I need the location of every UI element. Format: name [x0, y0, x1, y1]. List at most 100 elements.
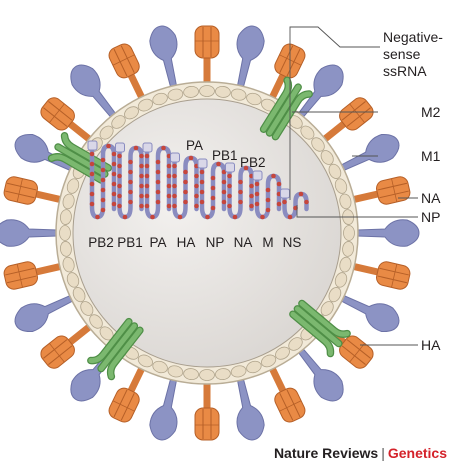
lipid-bead: [72, 287, 86, 303]
segment-label: NP: [206, 235, 225, 250]
segment-label: NS: [283, 235, 302, 250]
lipid-bead: [167, 365, 184, 378]
lipid-bead: [339, 193, 352, 210]
lipid-bead: [59, 241, 72, 257]
na-spike: [149, 377, 178, 441]
lipid-bead: [328, 163, 342, 179]
label-leader-lines: [289, 26, 418, 346]
journal-credit: Nature Reviews|Genetics: [0, 445, 447, 461]
rnp-segment: [197, 158, 227, 220]
rnp-segment: [280, 188, 309, 220]
segment-top-label: PB2: [240, 155, 266, 170]
segment-top-label: PB1: [212, 148, 238, 163]
labels: Negative- sense ssRNA M2 M1 NA NP HA: [383, 29, 443, 353]
lipid-bead: [137, 98, 153, 112]
lipid-bead: [246, 92, 262, 106]
lipid-bead: [59, 225, 71, 241]
m2-ion-channels: [47, 76, 351, 381]
rnp-segment: [115, 142, 144, 220]
rnp-segment: [142, 142, 172, 220]
na-spike: [356, 219, 420, 247]
leader-negative-sense: [289, 26, 380, 200]
lipid-bead: [124, 106, 139, 120]
ha-spike: [350, 176, 411, 205]
rnp-segment: [252, 170, 282, 220]
lipid-bead: [111, 115, 126, 129]
lipid-bead: [59, 209, 72, 225]
lipid-bead: [66, 272, 80, 288]
leader-np: [296, 205, 418, 218]
lipid-bead: [230, 365, 247, 378]
segment-label: PB2: [88, 235, 114, 250]
ha-spike: [194, 25, 220, 85]
lipid-bead: [215, 85, 231, 98]
lipid-bead: [334, 178, 348, 194]
credit-separator: |: [381, 445, 385, 461]
label-ha: HA: [421, 337, 441, 353]
rnp-segment: [170, 152, 199, 220]
label-negative-sense-1: Negative-: [383, 29, 443, 45]
label-m2: M2: [421, 104, 441, 120]
segment-label: NA: [234, 235, 253, 250]
ha-spike: [3, 261, 64, 290]
label-m1: M1: [421, 148, 441, 164]
label-na: NA: [421, 190, 441, 206]
lipid-bead: [152, 92, 168, 106]
lipid-bead: [320, 150, 334, 165]
ha-spike: [194, 381, 220, 441]
lipid-bead: [275, 346, 290, 360]
ha-spike: [350, 261, 411, 290]
journal-name: Nature Reviews: [273, 445, 379, 461]
lipid-bead: [328, 287, 342, 303]
ha-spike: [40, 97, 94, 144]
lipid-bead: [343, 225, 355, 241]
na-spike: [236, 377, 265, 441]
m2-channel: [289, 299, 351, 358]
na-spike: [0, 219, 58, 247]
segment-top-labels: PA PB1 PB2: [186, 138, 266, 170]
na-spike: [14, 133, 74, 172]
lipid-bead: [152, 360, 168, 374]
segment-label: PB1: [117, 235, 143, 250]
na-spike: [236, 25, 265, 89]
segment-label: PA: [149, 235, 166, 250]
lipid-bead: [80, 301, 94, 316]
lipid-bead: [62, 193, 75, 210]
na-spike: [297, 347, 344, 402]
lipid-bead: [311, 137, 325, 152]
lipid-bead: [199, 85, 215, 97]
ha-spike: [268, 364, 306, 423]
na-spike: [149, 25, 178, 89]
m2-channel: [259, 76, 313, 141]
rnp-segment: [87, 140, 117, 220]
lipid-bead: [199, 369, 215, 381]
lipid-bead: [215, 368, 231, 381]
lipid-bead: [246, 360, 262, 374]
segment-label: HA: [177, 235, 196, 250]
ribonucleoprotein-segments: [87, 140, 309, 220]
lipid-bead: [89, 314, 103, 329]
lipid-bead: [62, 256, 75, 273]
lipid-bead: [66, 178, 80, 194]
lipid-bead: [288, 337, 303, 351]
lipid-bead: [339, 256, 352, 273]
lipid-bead: [320, 301, 334, 316]
ha-spike: [320, 97, 374, 144]
lipid-bead: [183, 368, 199, 381]
lipid-bead: [137, 354, 153, 368]
segment-top-label: PA: [186, 138, 203, 153]
ha-spike: [3, 176, 64, 205]
m2-channel: [87, 317, 144, 381]
na-spike: [297, 64, 344, 119]
virion-interior: [72, 98, 342, 368]
lipid-bead: [261, 354, 277, 368]
na-spike: [70, 64, 117, 119]
label-np: NP: [421, 209, 440, 225]
lipid-bead: [183, 85, 199, 98]
lipid-bead: [167, 88, 184, 101]
label-negative-sense-3: ssRNA: [383, 63, 427, 79]
na-spike: [340, 294, 400, 333]
ha-spike: [108, 364, 146, 423]
lipid-bead: [230, 88, 247, 101]
